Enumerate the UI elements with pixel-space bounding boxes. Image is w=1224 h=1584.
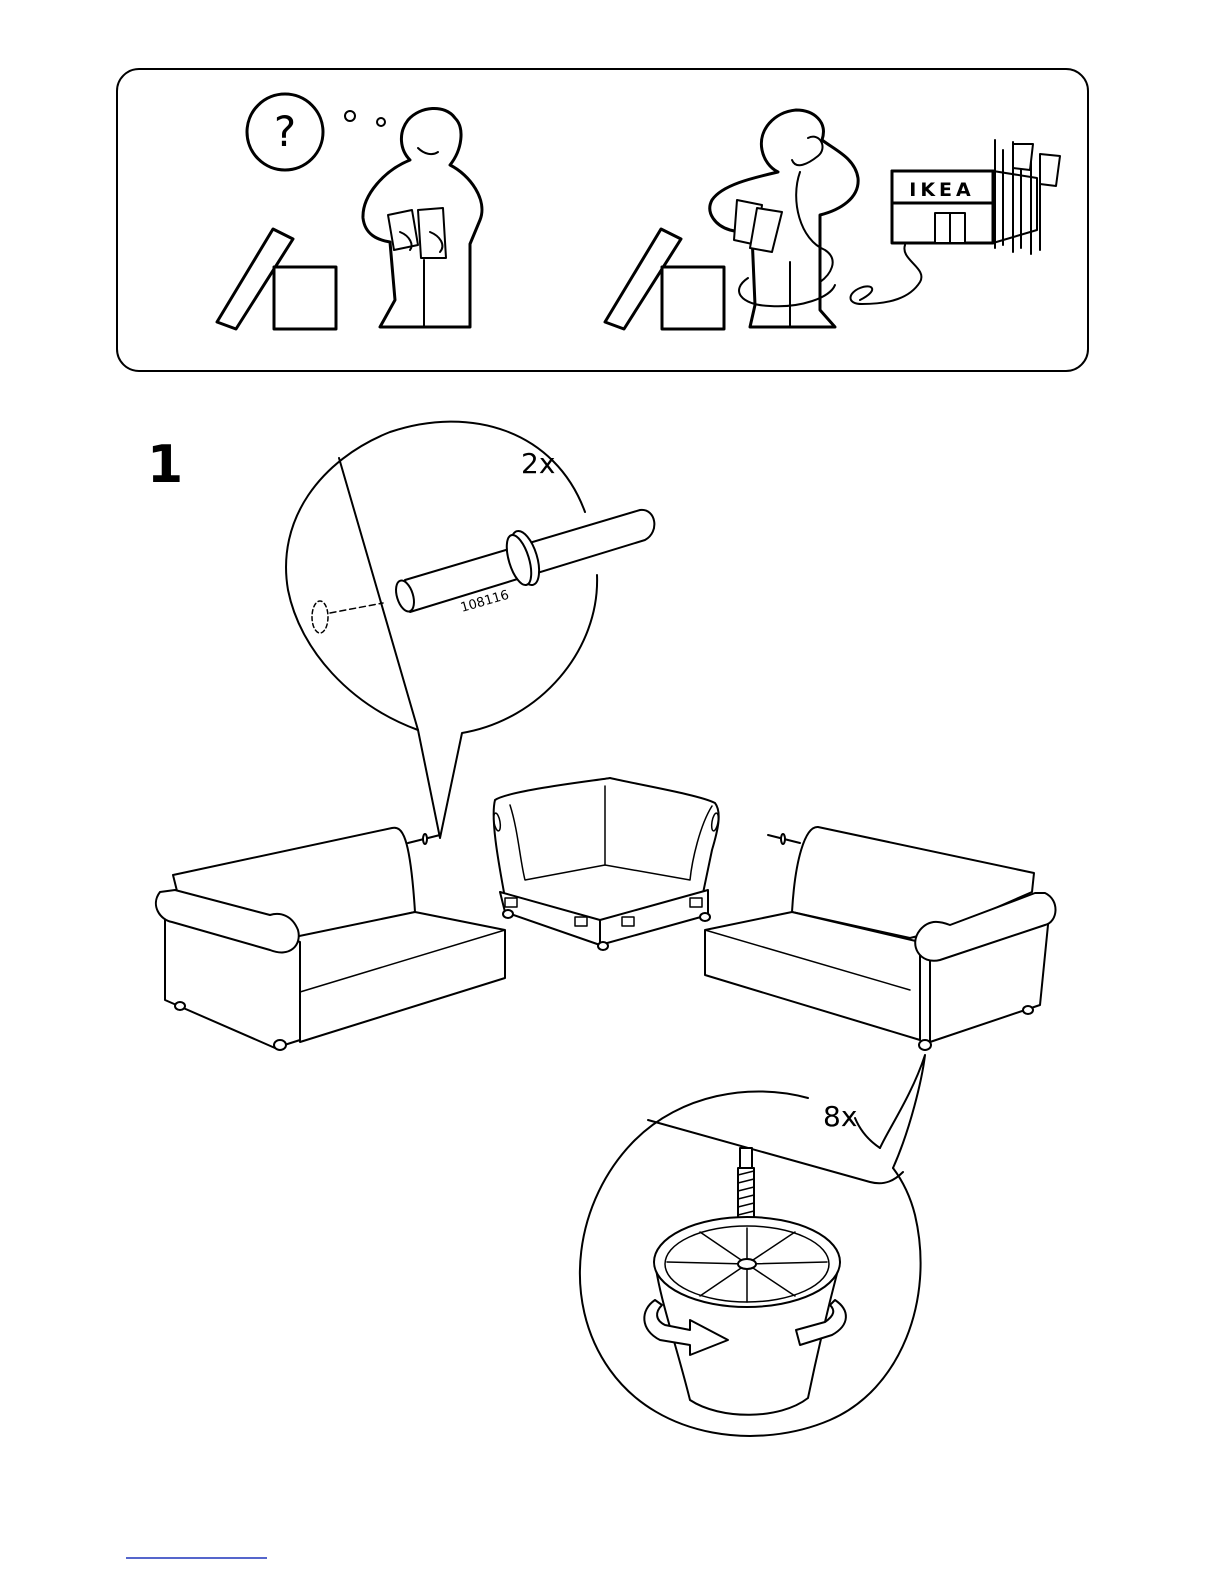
ikea-sign-text: IKEA (909, 179, 974, 201)
wooden-dowel-icon (393, 510, 655, 614)
right-sofa-section (705, 827, 1056, 1050)
help-info-panel: ? (117, 69, 1088, 371)
dowel-inserted-right (768, 834, 800, 844)
question-mark: ? (274, 107, 296, 156)
step-number: 1 (147, 435, 183, 495)
ikea-store-icon: IKEA (892, 140, 1060, 254)
question-thought-bubble: ? (247, 94, 385, 170)
open-box-icon (217, 229, 336, 329)
phoning-person-icon (710, 110, 922, 327)
footer-underline (126, 1557, 267, 1559)
screw-top (740, 1148, 752, 1168)
open-box-icon-2 (605, 229, 724, 329)
dowel-hole (312, 601, 328, 633)
leg-quantity-label: 8x (823, 1100, 857, 1133)
dowel-inserted-left (408, 834, 440, 844)
corner-sofa-section (492, 778, 719, 950)
dowel-quantity-label: 2x (521, 447, 555, 480)
reading-person-icon (363, 108, 482, 327)
left-sofa-section (156, 828, 505, 1050)
phone-support-scene: IKEA (605, 110, 1060, 329)
confused-person-scene: ? (217, 94, 482, 329)
sofa-leg-icon (644, 1148, 846, 1415)
sofa-base-edge (648, 1120, 903, 1183)
leg-detail-callout: 8x (580, 1055, 925, 1436)
dowel-detail-callout: 2x 108116 (286, 422, 654, 838)
